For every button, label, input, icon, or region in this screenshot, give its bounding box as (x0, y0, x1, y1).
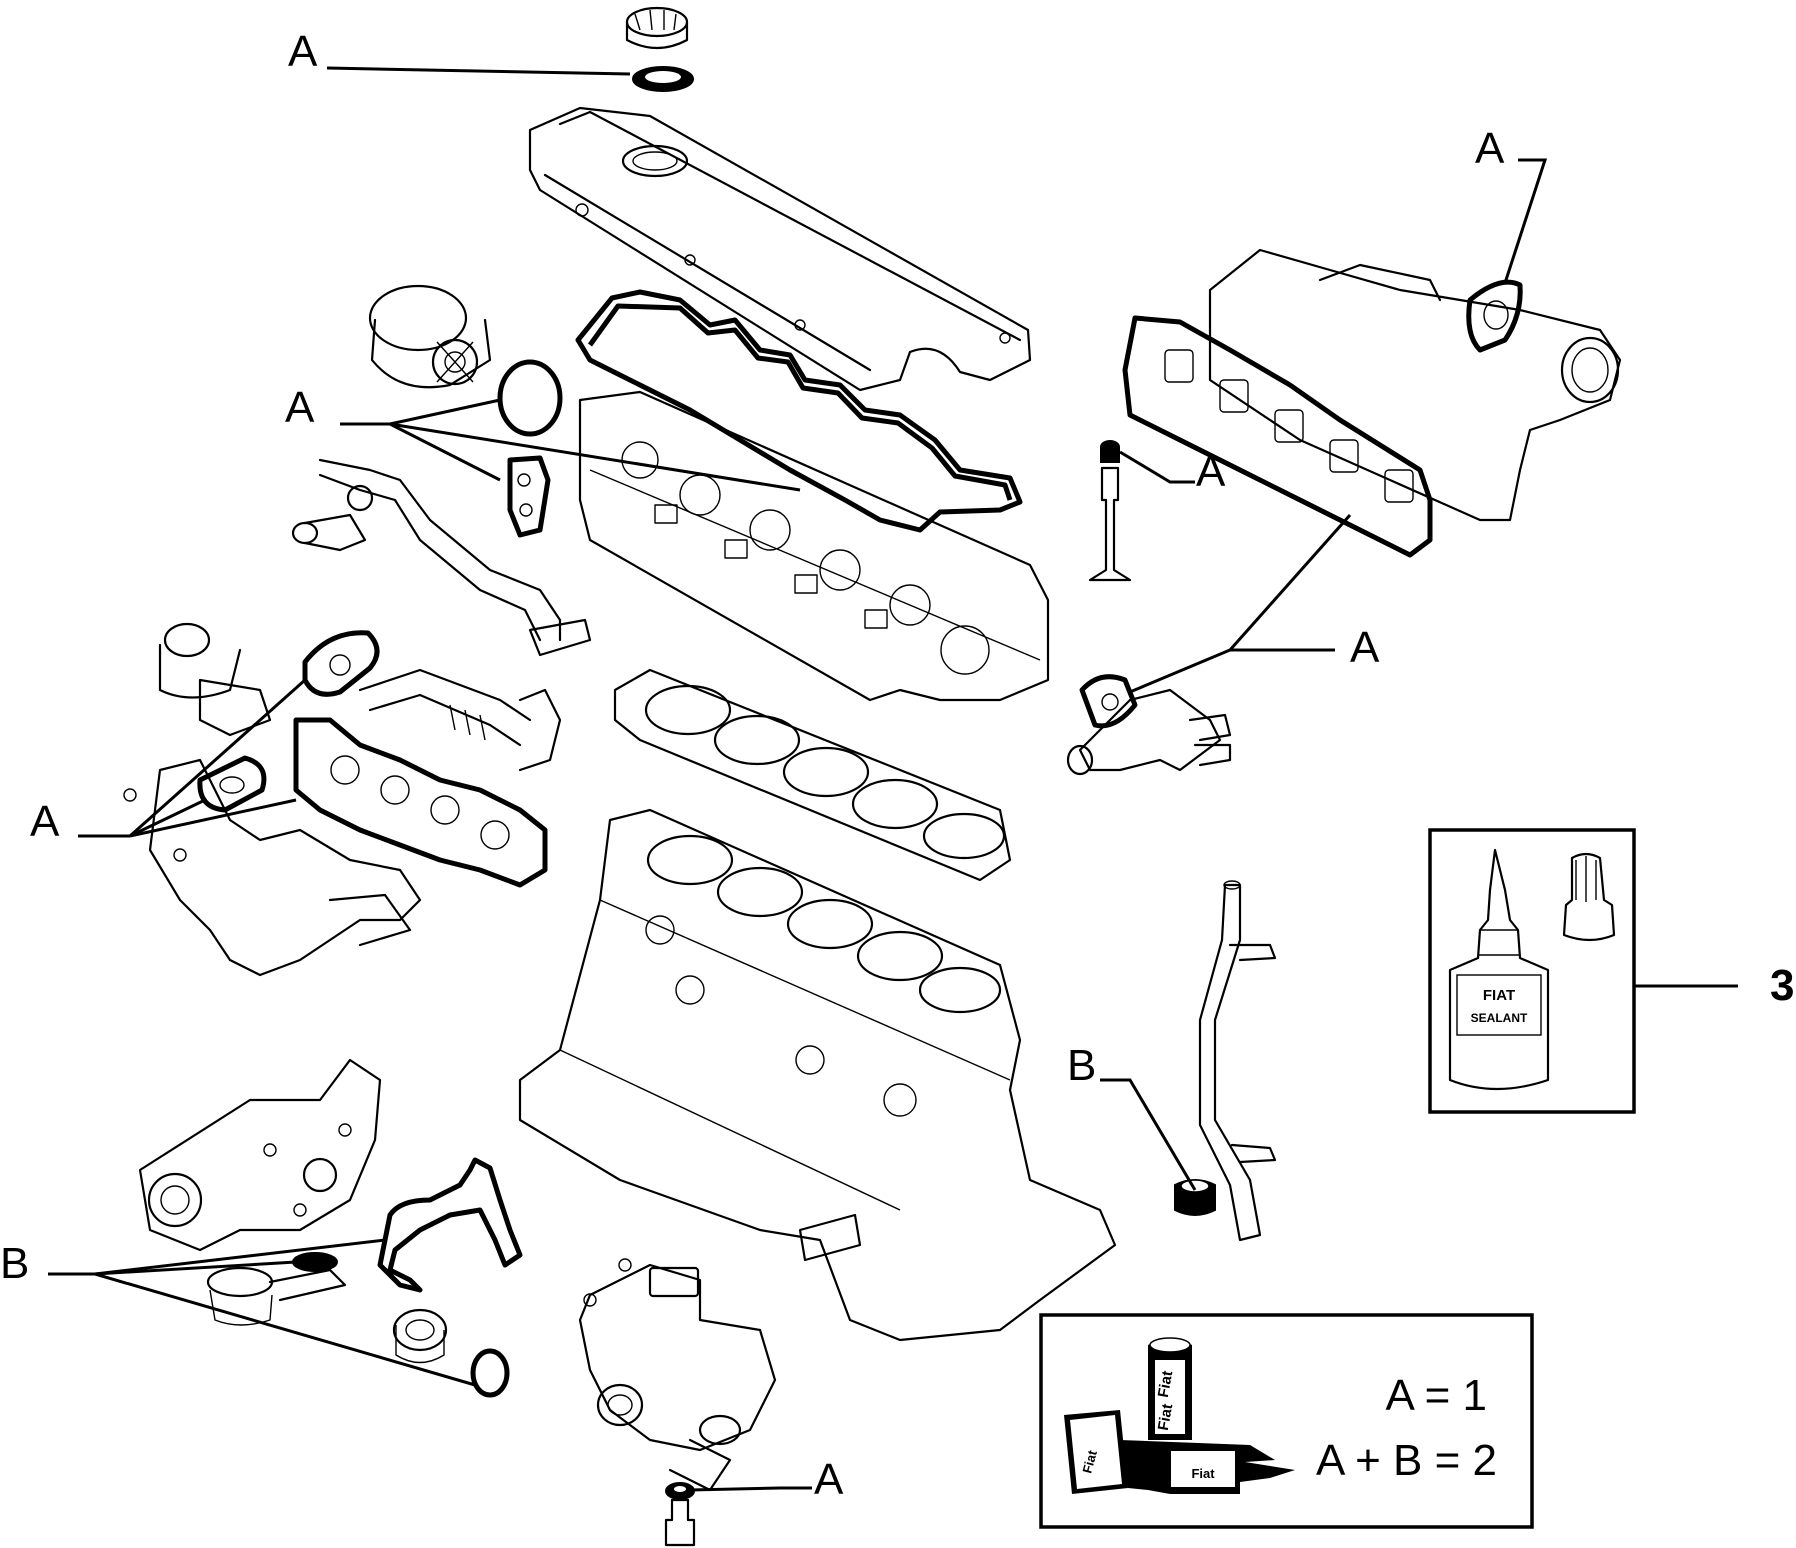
coolant-flange-gasket (507, 455, 551, 538)
oil-pump (138, 1058, 382, 1252)
sealant-label-line2: SEALANT (1471, 1011, 1528, 1025)
leader-a-valve (1119, 450, 1195, 484)
valve-cover (528, 106, 1032, 392)
coolant-pipe (291, 458, 592, 657)
oil-dipstick-tube (1198, 880, 1277, 1242)
leader-a-left-2 (129, 798, 206, 838)
kit-box-right-icon: Fiat (1120, 1440, 1295, 1494)
leader-a-bottom (689, 1486, 812, 1492)
legend-line-1: A = 1 (1385, 1371, 1487, 1420)
callout-item-3: 3 (1770, 961, 1794, 1010)
filler-cap-seal (632, 66, 694, 92)
callout-a-left-exhaust: A (30, 797, 60, 846)
leader-a-ul-2 (389, 422, 501, 482)
valve-cover-gasket (575, 289, 1023, 533)
egr-flange-gasket (302, 630, 380, 697)
exhaust-manifold-gasket (293, 717, 548, 888)
egr-pipe (358, 668, 562, 772)
leader-a-left-1 (129, 678, 306, 838)
callout-a-top-right: A (1475, 124, 1505, 173)
sealant-cap (1562, 852, 1616, 942)
sealant-bottle: FIAT SEALANT (1448, 848, 1550, 1091)
leader-a-ul-1 (389, 398, 501, 426)
valve-stem-seal (1100, 440, 1120, 463)
thermostat-gasket (1079, 674, 1138, 729)
crankshaft-front-seal-ring (470, 1348, 510, 1398)
thermostat-housing (1066, 688, 1232, 776)
callout-a-upper-left: A (285, 383, 315, 432)
callout-a-bottom: A (814, 1455, 844, 1504)
legend-box-left-text: Fiat (1079, 1448, 1100, 1475)
crankshaft-seal (392, 1308, 448, 1364)
leader-b-left-1 (94, 1260, 297, 1276)
sealant-box: FIAT SEALANT (1428, 828, 1636, 1114)
legend-line-2: A + B = 2 (1316, 1436, 1497, 1485)
cylinder-head (578, 390, 1050, 702)
callout-a-top-cap: A (288, 27, 318, 76)
engine-block (518, 808, 1117, 1342)
leader-a-ul-3 (389, 422, 801, 492)
legend-tube-text-top: Fiat (1155, 1370, 1176, 1399)
water-pump-o-ring (497, 359, 563, 437)
callout-b-right: B (1067, 1041, 1096, 1090)
turbo-oil-seal (665, 1482, 695, 1500)
oil-filler-cap (625, 6, 689, 50)
sealant-label-line1: FIAT (1483, 987, 1515, 1004)
leader-b-left-3 (94, 1272, 476, 1387)
turbo-oil-banjo-bolt (664, 1498, 696, 1547)
water-pump (368, 284, 492, 389)
leader-b-left-2 (94, 1238, 386, 1276)
oil-strainer (206, 1266, 347, 1326)
legend-box-right-text: Fiat (1191, 1466, 1215, 1481)
kit-tube-icon: Fiat Fiat (1148, 1337, 1192, 1440)
oil-pump-o-ring (292, 1252, 338, 1272)
oil-drain-plug-seal (1174, 1179, 1216, 1216)
intake-manifold-gasket (1122, 315, 1433, 558)
legend-tube-text-bottom: Fiat (1155, 1403, 1176, 1432)
leader-b-right (1100, 1078, 1197, 1191)
cylinder-head-gasket (613, 668, 1012, 882)
exhaust-manifold (123, 758, 422, 977)
intake-valve (1088, 466, 1132, 582)
intake-flange-gasket (1466, 279, 1523, 353)
leader-a-top-right (1503, 158, 1548, 284)
turbocharger (578, 1258, 777, 1492)
turbo-flange-gasket (197, 755, 267, 813)
intake-manifold (1208, 248, 1622, 522)
leader-a-top-cap (326, 66, 631, 76)
leader-a-intake-horizontal (1129, 648, 1335, 694)
leader-a-left-3 (129, 798, 297, 838)
oil-pump-gasket (377, 1157, 523, 1293)
callout-b-left: B (0, 1239, 29, 1288)
callout-a-valve: A (1196, 447, 1226, 496)
kit-legend-box: Fiat Fiat Fiat Fiat A = 1 A + B = 2 (1039, 1313, 1534, 1529)
kit-box-left-icon: Fiat (1064, 1410, 1128, 1494)
egr-valve (158, 622, 272, 737)
leader-a-intake-2 (1228, 514, 1352, 651)
callout-a-intake-right: A (1350, 623, 1380, 672)
